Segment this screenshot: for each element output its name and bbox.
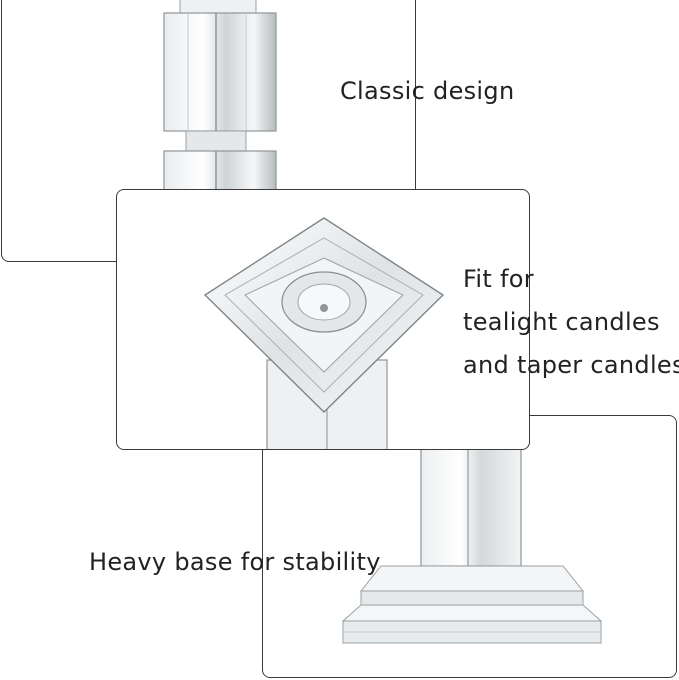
caption-fit-line-1: Fit for: [463, 265, 534, 293]
caption-heavy-base: Heavy base for stability: [89, 548, 381, 576]
caption-fit-candles: Fit for tealight candles and taper candl…: [463, 258, 679, 387]
caption-classic-design: Classic design: [340, 77, 515, 105]
panel-top-view: [116, 189, 530, 450]
caption-fit-line-3: and taper candles: [463, 351, 679, 379]
caption-fit-line-2: tealight candles: [463, 308, 660, 336]
crystal-column-image: [163, 0, 277, 192]
crystal-top-view-image: [203, 217, 445, 449]
panel-heavy-base: [262, 415, 677, 678]
crystal-base-image: [341, 445, 603, 644]
